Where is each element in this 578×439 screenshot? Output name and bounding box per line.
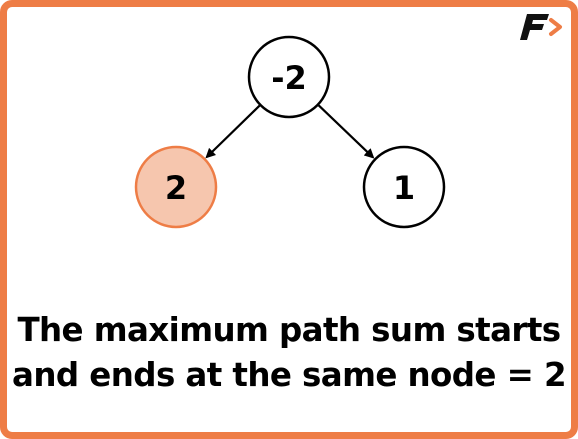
node-circle: [362, 145, 446, 229]
node-circle: [134, 145, 218, 229]
node-label: -2: [271, 59, 307, 97]
caption-line-2: and ends at the same node = 2: [12, 356, 567, 394]
caption: The maximum path sum starts and ends at …: [0, 308, 578, 398]
tree-node-left: 2: [134, 145, 218, 229]
tree-node-right: 1: [362, 145, 446, 229]
node-circle: [247, 35, 331, 119]
brand-f-arrow-icon: [520, 14, 562, 40]
node-label: 2: [165, 169, 187, 207]
node-label: 1: [393, 169, 415, 207]
tree-node-root: -2: [247, 35, 331, 119]
caption-line-1: The maximum path sum starts: [17, 311, 561, 349]
edge-root-to-right: [317, 104, 375, 159]
edge-root-to-left: [205, 104, 261, 159]
